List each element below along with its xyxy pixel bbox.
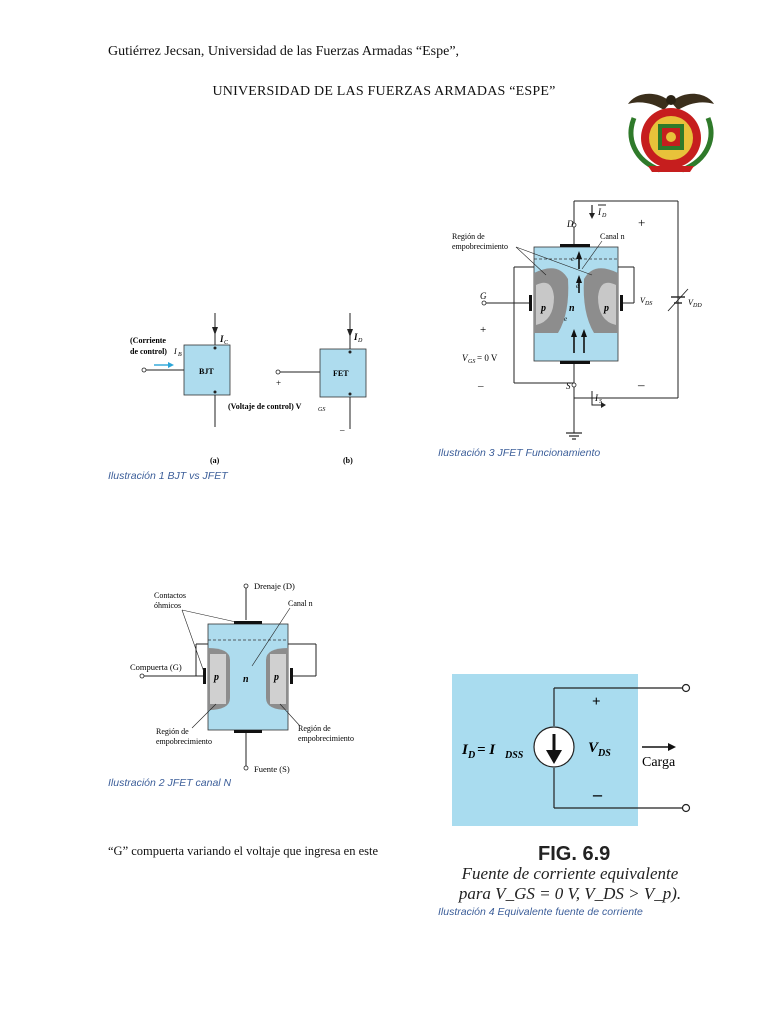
svg-text:Región de: Región de: [452, 232, 485, 241]
svg-text:D: D: [467, 750, 475, 761]
svg-text:V: V: [588, 740, 600, 756]
svg-text:D: D: [357, 338, 363, 344]
svg-text:e: e: [576, 282, 579, 290]
svg-text:I: I: [219, 334, 224, 344]
svg-text:(Corriente: (Corriente: [130, 336, 166, 345]
svg-text:+: +: [480, 324, 486, 336]
svg-text:Región de: Región de: [156, 727, 189, 736]
fig69-subtitle-2: para V_GS = 0 V, V_DS > V_p).: [458, 884, 682, 903]
svg-text:+: +: [592, 694, 601, 710]
svg-text:Contactos: Contactos: [154, 591, 186, 600]
svg-text:+: +: [638, 215, 645, 230]
svg-text:D: D: [566, 219, 574, 229]
svg-text:Fuente (S): Fuente (S): [254, 764, 290, 774]
svg-text:I: I: [173, 347, 177, 356]
svg-text:(a): (a): [210, 456, 220, 465]
svg-text:e: e: [571, 255, 574, 263]
svg-text:S: S: [566, 381, 571, 391]
bjt-block: [183, 344, 231, 396]
svg-text:–: –: [592, 784, 603, 804]
svg-text:V: V: [462, 353, 469, 363]
fig1-caption: Ilustración 1 BJT vs JFET: [108, 470, 228, 482]
svg-text:(Voltaje de control) V: (Voltaje de control) V: [228, 402, 302, 411]
svg-text:empobrecimiento: empobrecimiento: [156, 737, 212, 746]
svg-text:Región de: Región de: [298, 724, 331, 733]
svg-text:n: n: [569, 303, 575, 314]
fig69-title: FIG. 6.9: [538, 843, 611, 865]
svg-text:DD: DD: [692, 303, 702, 309]
svg-text:BJT: BJT: [199, 367, 214, 376]
svg-text:–: –: [339, 425, 345, 435]
svg-text:DS: DS: [644, 301, 652, 307]
svg-text:óhmicos: óhmicos: [154, 601, 181, 610]
svg-text:p: p: [540, 303, 546, 314]
svg-text:C: C: [224, 340, 229, 346]
svg-text:GS: GS: [468, 359, 475, 365]
fig69-subtitle-1: Fuente de corriente equivalente: [461, 864, 679, 883]
fet-block: [319, 348, 367, 398]
svg-text:I: I: [594, 393, 599, 403]
svg-text:Compuerta (G): Compuerta (G): [130, 662, 182, 672]
svg-text:G: G: [480, 291, 487, 301]
svg-text:S: S: [599, 399, 602, 405]
svg-text:= I: = I: [477, 742, 496, 758]
fig1-bjt-vs-fet-diagram: I C BJT (Corriente de control) I B (a) I…: [130, 313, 367, 465]
svg-text:FET: FET: [333, 369, 349, 378]
svg-text:p: p: [603, 303, 609, 314]
svg-text:de control): de control): [130, 347, 167, 356]
svg-text:(b): (b): [343, 456, 353, 465]
svg-text:GS: GS: [318, 407, 325, 413]
svg-text:D: D: [601, 213, 607, 219]
svg-text:= 0 V: = 0 V: [477, 353, 498, 363]
fig3-caption: Ilustración 3 JFET Funcionamiento: [438, 447, 601, 459]
svg-text:p: p: [273, 672, 279, 683]
svg-text:Carga: Carga: [642, 755, 676, 770]
svg-text:V: V: [640, 296, 646, 305]
svg-text:–: –: [637, 377, 645, 392]
svg-text:empobrecimiento: empobrecimiento: [452, 242, 508, 251]
svg-text:e: e: [564, 315, 567, 323]
svg-text:V: V: [688, 298, 694, 307]
svg-text:I: I: [353, 332, 358, 342]
author-line: Gutiérrez Jecsan, Universidad de las Fue…: [108, 44, 460, 59]
svg-text:n: n: [243, 674, 249, 685]
svg-text:p: p: [213, 672, 219, 683]
svg-text:Drenaje (D): Drenaje (D): [254, 581, 295, 591]
fig4-current-source-diagram: + – I D = I DSS V DS Carga: [452, 674, 691, 826]
body-paragraph: “G” compuerta variando el voltaje que in…: [108, 844, 379, 858]
svg-text:B: B: [178, 352, 182, 358]
svg-text:+: +: [276, 378, 281, 388]
university-crest-logo: [628, 93, 714, 173]
svg-text:Canal n: Canal n: [600, 232, 625, 241]
svg-text:I: I: [597, 207, 602, 217]
fig3-jfet-operation-diagram: D I D + V DD V DS – p p n G + V GS = 0 V…: [452, 200, 702, 440]
svg-text:DSS: DSS: [504, 750, 524, 761]
svg-text:DS: DS: [597, 748, 611, 759]
svg-text:Canal n: Canal n: [288, 599, 313, 608]
fig4-caption: Ilustración 4 Equivalente fuente de corr…: [438, 906, 643, 918]
university-title: UNIVERSIDAD DE LAS FUERZAS ARMADAS “ESPE…: [212, 84, 556, 99]
fig2-jfet-n-channel-diagram: Drenaje (D) p p n Compuerta (G) Fuente (…: [130, 581, 354, 774]
svg-text:empobrecimiento: empobrecimiento: [298, 734, 354, 743]
svg-text:I: I: [461, 742, 469, 758]
svg-text:–: –: [477, 380, 484, 392]
fig2-caption: Ilustración 2 JFET canal N: [108, 777, 232, 789]
